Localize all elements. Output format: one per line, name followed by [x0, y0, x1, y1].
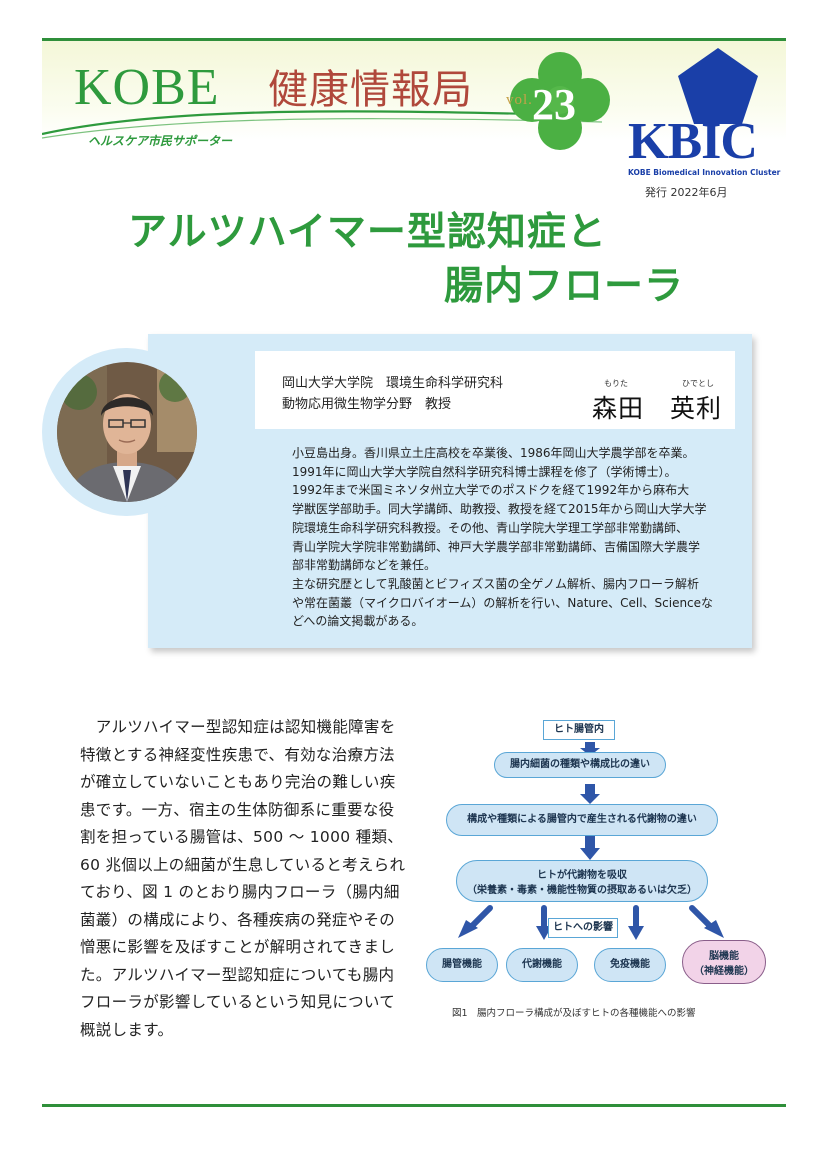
author-bio: 小豆島出身。香川県立土庄高校を卒業後、1986年岡山大学農学部を卒業。 1991…: [292, 444, 742, 631]
body-line: が確立していないこともあり完治の難しい疾: [80, 773, 396, 791]
diagram-outcome-metabolic: 代謝機能: [506, 948, 578, 982]
body-line: 菌叢）の構成により、各種疾病の発症やその: [80, 910, 396, 929]
bio-line: 青山学院大学院非常勤講師、神戸大学農学部非常勤講師、吉備国際大学農学: [292, 539, 701, 554]
arrow-diagonal-icon: [689, 905, 715, 931]
diagram-step2: 構成や種類による腸管内で産生される代謝物の違い: [446, 804, 718, 836]
bio-line: や常在菌叢（マイクロバイオーム）の解析を行い、Nature、Cell、Scien…: [292, 595, 714, 610]
header-swoosh: [42, 110, 602, 139]
bio-line: 1992年まで米国ミネソタ州立大学でのポスドクを経て1992年から麻布大: [292, 483, 690, 498]
diagram-brain-line2: （神経機能）: [694, 966, 754, 977]
arrow-diagonal-icon: [467, 905, 493, 931]
kbic-pentagon-icon: [678, 48, 758, 124]
diagram-step1: 腸内細菌の種類や構成比の違い: [494, 752, 666, 778]
kbic-logo-subtitle: KOBE Biomedical Innovation Cluster: [628, 168, 781, 177]
body-line: アルツハイマー型認知症は認知機能障害を: [80, 718, 396, 736]
article-title-line2: 腸内フローラ: [444, 264, 685, 309]
header-band: [42, 41, 786, 140]
bio-line: 部非常勤講師などを兼任。: [292, 558, 437, 573]
body-line: 概説します。: [80, 1020, 174, 1039]
figure-caption: 図1 腸内フローラ構成が及ぼすヒトの各種機能への影響: [452, 1008, 696, 1019]
diagram-outcome-intestinal: 腸管機能: [426, 948, 498, 982]
author-name-ruby-family: もりた: [604, 379, 628, 388]
body-line: 60 兆個以上の細菌が生息していると考えられ: [80, 855, 406, 874]
author-name-ruby-given: ひでとし: [682, 379, 714, 388]
article-body: アルツハイマー型認知症は認知機能障害を 特徴とする神経変性疾患で、有効な治療方法…: [80, 714, 406, 1044]
body-line: 患です。一方、宿主の生体防御系に重要な役: [80, 800, 395, 819]
diagram-arrows: [458, 742, 724, 940]
body-line: フローラが影響しているという知見について: [80, 993, 396, 1011]
diagram-top-label: ヒト腸管内: [543, 720, 615, 740]
arrow-down-icon: [580, 834, 600, 860]
bio-line: 小豆島出身。香川県立土庄高校を卒業後、1986年岡山大学農学部を卒業。: [292, 446, 695, 460]
diagram-step3-line1: ヒトが代謝物を吸収: [537, 870, 627, 881]
bio-line: どへの論文掲載がある。: [292, 614, 424, 629]
body-line: ており、図 1 のとおり腸内フローラ（腸内細: [80, 883, 400, 901]
arrow-down-icon: [580, 784, 600, 804]
bio-line: 1991年に岡山大学大学院自然科学研究科博士課程を修了（学術博士）。: [292, 464, 677, 479]
arrowhead-icon: [458, 920, 478, 938]
tagline: ヘルスケア市民サポーター: [88, 134, 233, 148]
body-line: 憎悪に影響を及ぼすことが解明されてきまし: [80, 938, 396, 956]
arrowhead-icon: [704, 920, 724, 938]
profile-header: [255, 351, 735, 429]
author-name: 森田 英利: [592, 394, 723, 423]
body-line: 割を担っている腸管は、500 ～ 1000 種類、: [80, 828, 404, 846]
arrow-down-icon: [580, 742, 600, 756]
bio-line: 院環境生命科学研究科教授。その他、青山学院大学理工学部非常勤講師、: [292, 520, 689, 535]
volume-number: 23: [532, 80, 576, 129]
diagram-outcome-immune: 免疫機能: [594, 948, 666, 982]
author-affiliation-line2: 動物応用微生物学分野 教授: [282, 397, 452, 412]
author-photo: [57, 362, 197, 502]
bio-line: 学獣医学部助手。同大学講師、助教授、教授を経て2015年から岡山大学大学: [292, 502, 707, 517]
kbic-logo-text: KBIC: [628, 113, 758, 170]
masthead-title: KOBE: [74, 59, 220, 116]
masthead-subtitle: 健康情報局: [268, 67, 473, 113]
bio-line: 主な研究歴として乳酸菌とビフィズス菌の全ゲノム解析、腸内フローラ解析: [292, 576, 700, 591]
diagram-step3: ヒトが代謝物を吸収 （栄養素・毒素・機能性物質の摂取あるいは欠乏）: [456, 860, 708, 902]
diagram-step3-line2: （栄養素・毒素・機能性物質の摂取あるいは欠乏）: [467, 885, 697, 896]
bottom-rule: [42, 1104, 786, 1107]
volume-label: vol.: [506, 92, 533, 108]
diagram-effect-label: ヒトへの影響: [548, 918, 618, 938]
body-line: 特徴とする神経変性疾患で、有効な治療方法: [80, 745, 395, 764]
body-line: た。アルツハイマー型認知症についても腸内: [80, 965, 395, 984]
clover-icon: [510, 52, 610, 150]
top-rule: [42, 38, 786, 41]
diagram-outcome-brain: 脳機能 （神経機能）: [682, 940, 766, 984]
issue-date: 発行 2022年6月: [645, 186, 728, 199]
diagram-brain-line1: 脳機能: [709, 951, 739, 962]
article-title-line1: アルツハイマー型認知症と: [128, 210, 607, 255]
author-affiliation-line1: 岡山大学大学院 環境生命科学研究科: [282, 376, 504, 391]
